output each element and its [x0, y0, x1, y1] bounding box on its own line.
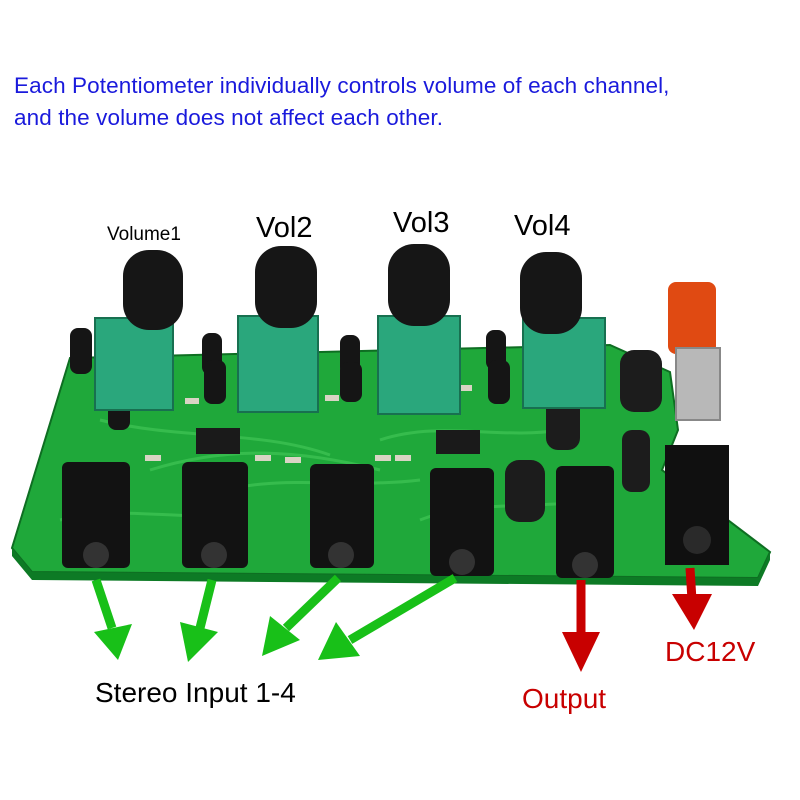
dc-arrow — [672, 567, 712, 630]
dc-jack — [665, 445, 729, 565]
caption-line-1: Each Potentiometer individually controls… — [14, 73, 670, 98]
potentiometer-3 — [377, 244, 461, 415]
description-caption: Each Potentiometer individually controls… — [14, 70, 794, 134]
pcb-edge — [12, 548, 770, 586]
audio-jack-holes — [83, 542, 598, 578]
dc-power-label: DC12V — [665, 636, 756, 667]
potentiometer-1 — [94, 250, 183, 411]
capacitors — [70, 328, 662, 522]
audio-jacks — [62, 462, 614, 578]
output-arrow — [562, 580, 600, 672]
potentiometer-4 — [520, 252, 606, 409]
input-arrows — [91, 574, 458, 662]
ic-chip-1 — [196, 428, 240, 454]
potentiometer-2 — [237, 246, 319, 413]
vol4-label: Vol4 — [514, 210, 571, 242]
stereo-input-label: Stereo Input 1-4 — [95, 677, 296, 708]
volume1-label: Volume1 — [107, 224, 181, 245]
power-switch — [668, 282, 721, 421]
vol3-label: Vol3 — [393, 207, 450, 239]
vol2-label: Vol2 — [256, 212, 313, 244]
smd-components — [145, 385, 472, 463]
output-label: Output — [522, 683, 607, 714]
ic-chip-2 — [436, 430, 480, 454]
caption-line-2: and the volume does not affect each othe… — [14, 105, 444, 130]
